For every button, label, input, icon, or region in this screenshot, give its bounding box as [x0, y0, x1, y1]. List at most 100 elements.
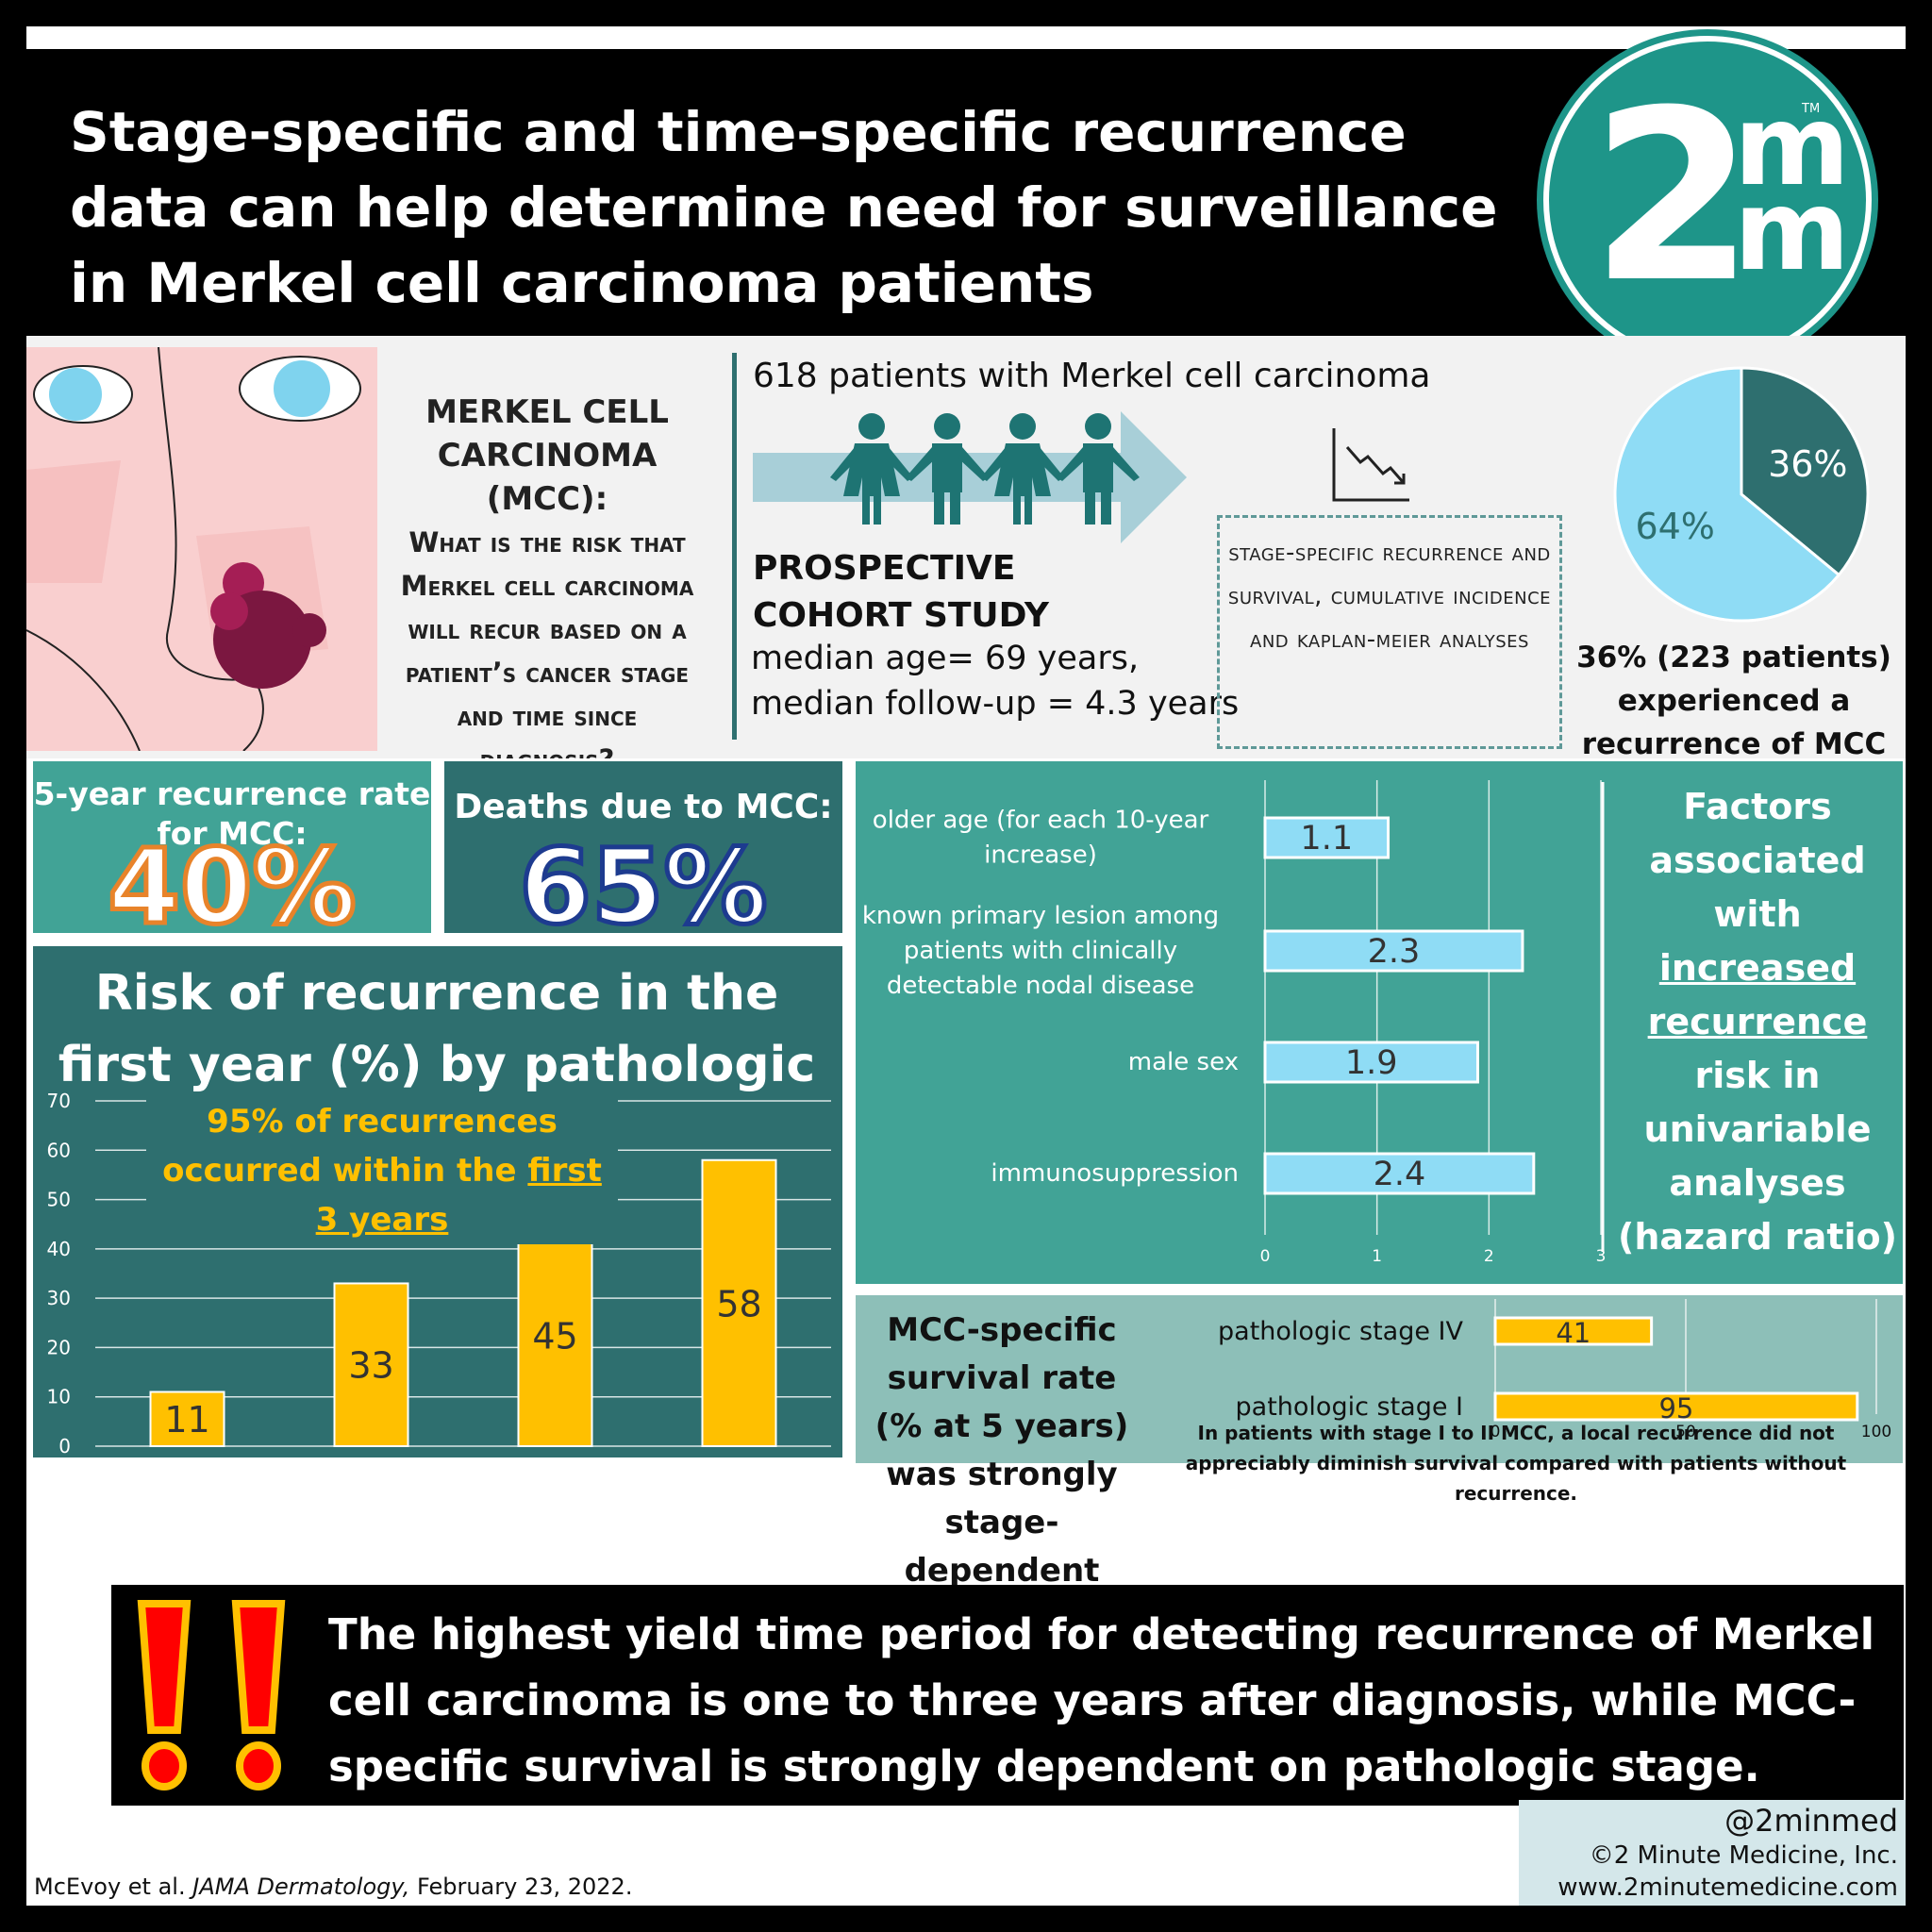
hr-bar-3 [1263, 1152, 1536, 1195]
stage-bar-3 [701, 1158, 777, 1447]
survival-panel: MCC-specific survival rate (% at 5 years… [853, 1292, 1906, 1590]
stage-ytick-5: 50 [47, 1189, 71, 1211]
hr-category-label-2: male sex [1128, 1048, 1239, 1076]
double-exclamation-icon [137, 1600, 286, 1790]
five-year-recurrence-box: 5-year recurrence rate for MCC: 40% [30, 758, 434, 947]
stage-ytick-7: 70 [47, 1090, 71, 1112]
survival-note: In patients with stage I to II MCC, a lo… [1185, 1422, 1847, 1505]
credits-box: @2minmed ©2 Minute Medicine, Inc. www.2m… [1519, 1800, 1906, 1906]
question-body: What is the risk that Merkel cell carcin… [400, 526, 694, 775]
survival-bar-chart: 0 50 100 41 pathologic stage IV 95 pathologic … [1218, 1299, 1891, 1441]
stage-ytick-1: 10 [47, 1386, 71, 1408]
pie-slice-label-0: 36% [1768, 443, 1847, 485]
stage-ytick-3: 30 [47, 1287, 71, 1309]
research-question: MERKEL CELL CARCINOMA (MCC): What is the… [387, 391, 708, 781]
stage-bar-value-0: 11 [164, 1399, 209, 1441]
hr-xtick-1: 1 [1372, 1247, 1382, 1266]
hr-xtick-2: 2 [1484, 1247, 1494, 1266]
stage-ytick-4: 40 [47, 1238, 71, 1260]
hr-title-after: risk in univariable analyses (hazard rat… [1617, 1055, 1898, 1257]
logo-trademark: TM [1802, 102, 1821, 116]
stage-recurrence-chart-panel: 01020304050607011stage I33stage IIA/IIB4… [30, 943, 845, 1460]
deaths-value: 65% [517, 826, 770, 947]
2mm-logo: 2 m m TM [1543, 36, 1872, 364]
deaths-label: Deaths due to MCC: [454, 788, 833, 826]
patients-arrow-icon [753, 411, 1187, 543]
logo-letter-bottom: m [1734, 165, 1850, 295]
five-year-recurrence-value: 40% [106, 826, 358, 947]
surv-xtick-1: 50 [1675, 1423, 1696, 1441]
hr-title-underlined: increased recurrence [1647, 947, 1868, 1042]
declining-trend-icon [1332, 428, 1409, 502]
face-lesion-icon [25, 346, 377, 752]
surv-bar-1 [1493, 1391, 1859, 1422]
stage-chart-note: 95% of recurrences occurred within the f… [146, 1097, 618, 1244]
stage-bar-1 [333, 1282, 409, 1448]
stage-note-underlined: first 3 years [315, 1152, 602, 1239]
surv-bar-value-0: 41 [1556, 1317, 1591, 1349]
stage-bar-value-1: 33 [348, 1345, 393, 1387]
deaths-box: Deaths due to MCC: 65% [441, 758, 845, 947]
face-illustration [25, 346, 377, 752]
surv-xtick-2: 100 [1861, 1423, 1891, 1441]
study-overview-band: MERKEL CELL CARCINOMA (MCC): What is the… [25, 336, 1906, 775]
surv-xtick-0: 0 [1491, 1423, 1501, 1441]
hr-bar-value-0: 1.1 [1300, 820, 1353, 858]
stage-note-prefix: 95% of recurrences occurred within the [162, 1103, 558, 1190]
citation-journal: JAMA Dermatology, [192, 1874, 410, 1900]
surv-category-label-1: pathologic stage I [1236, 1392, 1463, 1422]
methods-text: Stage-specific recurrence and survival, … [1227, 539, 1552, 654]
twitter-handle[interactable]: @2minmed [1724, 1803, 1898, 1839]
citation: McEvoy et al. JAMA Dermatology, February… [34, 1874, 632, 1900]
hr-bar-value-3: 2.4 [1374, 1156, 1426, 1193]
surv-category-label-0: pathologic stage IV [1218, 1317, 1463, 1346]
hr-xtick-3: 3 [1596, 1247, 1607, 1266]
five-year-recurrence-label: 5-year recurrence rate for MCC: [33, 775, 431, 852]
stage-ytick-2: 20 [47, 1336, 71, 1358]
hazard-ratio-title: Factors associated with increased recurr… [1616, 780, 1899, 1264]
surv-bar-value-1: 95 [1658, 1392, 1693, 1424]
stage-bar-value-2: 45 [532, 1315, 577, 1357]
median-followup: median follow-up = 4.3 years [751, 685, 1240, 723]
hr-bar-1 [1263, 929, 1524, 973]
methods-box: Stage-specific recurrence and survival, … [1217, 515, 1562, 749]
pie-slice-1 [1613, 366, 1841, 623]
surv-bar-0 [1493, 1316, 1654, 1346]
infographic-page: Stage-specific and time-specific recurre… [25, 26, 1906, 1906]
hr-bar-2 [1263, 1041, 1479, 1084]
hr-bar-value-1: 2.3 [1368, 933, 1421, 971]
hr-bar-value-2: 1.9 [1345, 1044, 1398, 1082]
hr-title-before: Factors associated with [1649, 786, 1866, 935]
page-title: Stage-specific and time-specific recurre… [70, 100, 1498, 315]
citation-date: February 23, 2022. [409, 1874, 633, 1900]
stage-bar-0 [149, 1391, 225, 1448]
stage-bar-value-3: 58 [716, 1283, 761, 1324]
median-age: median age= 69 years, [751, 640, 1140, 677]
patient-count: 618 patients with Merkel cell carcinoma [753, 357, 1431, 395]
conclusion-text: The highest yield time period for detect… [328, 1609, 1875, 1791]
hr-category-label-3: immunosuppression [991, 1159, 1239, 1188]
logo-digit: 2 [1591, 59, 1755, 334]
study-type: PROSPECTIVE COHORT STUDY [753, 549, 1049, 635]
recurrence-pie-chart: 36% 64% [1613, 366, 1870, 623]
pie-slice-label-1: 64% [1635, 506, 1714, 547]
hr-xtick-0: 0 [1260, 1247, 1271, 1266]
stage-recurrence-bar-chart: 01020304050607011stage I33stage IIA/IIB4… [47, 1090, 831, 1457]
citation-authors: McEvoy et al. [34, 1874, 193, 1900]
logo-letter-top: m [1734, 80, 1850, 210]
website-link[interactable]: www.2minutemedicine.com [1557, 1874, 1898, 1902]
question-heading: MERKEL CELL CARCINOMA (MCC): [425, 393, 669, 518]
stage-bar-2 [517, 1223, 593, 1448]
section-divider [732, 353, 737, 740]
pie-slice-0 [1740, 366, 1870, 577]
copyright: ©2 Minute Medicine, Inc. [1589, 1841, 1898, 1870]
stage-ytick-0: 0 [58, 1435, 71, 1457]
recurrence-caption: 36% (223 patients) experienced a recurre… [1576, 641, 1891, 761]
hr-bar-0 [1263, 816, 1391, 859]
stage-ytick-6: 60 [47, 1139, 71, 1161]
conclusion-banner: The highest yield time period for detect… [111, 1585, 1904, 1806]
